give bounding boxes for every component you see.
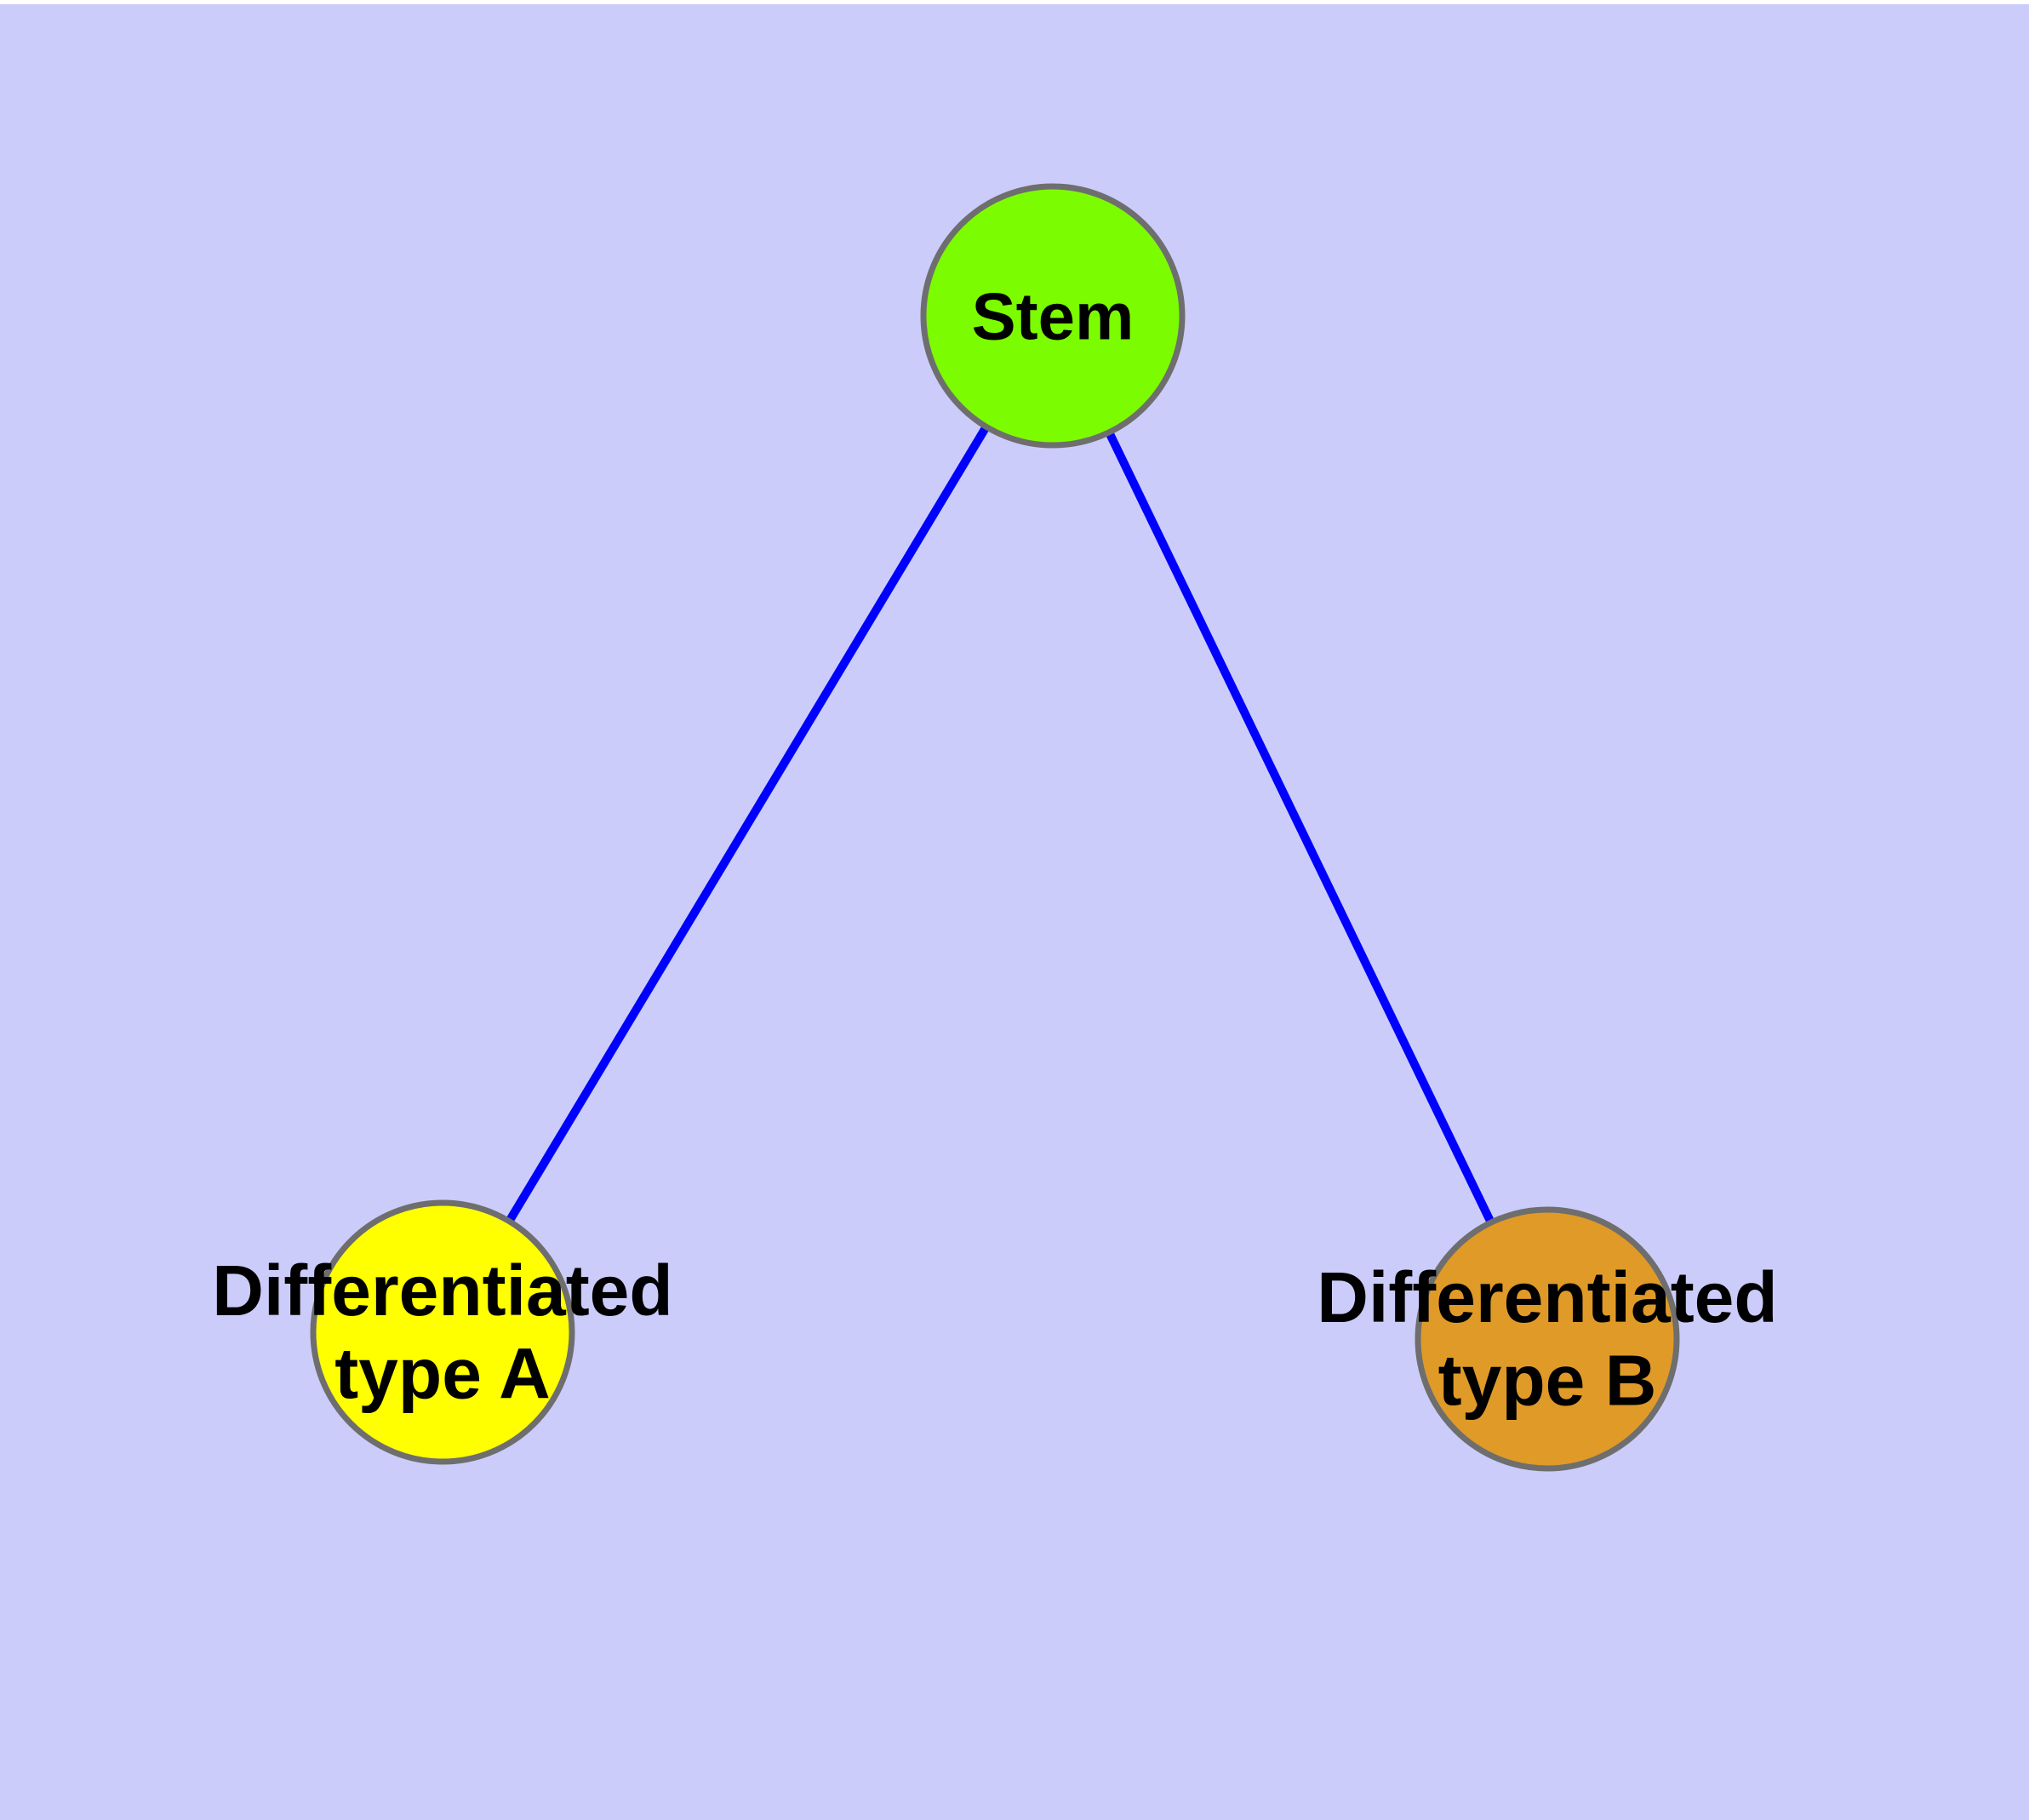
node-label-line: Stem <box>972 278 1135 353</box>
node-stem-circle[interactable] <box>920 183 1186 449</box>
node-label-line: Differentiated <box>212 1251 672 1331</box>
node-stem[interactable]: Stem <box>920 183 1186 449</box>
node-label-line: Differentiated <box>1317 1257 1777 1337</box>
node-differentiated-type-b-circle[interactable] <box>1415 1206 1680 1472</box>
node-stem-label: Stem <box>972 278 1135 353</box>
node-label-line: type B <box>1438 1341 1657 1421</box>
edge-stem-to-diff-b[interactable] <box>1106 432 1495 1223</box>
edge-stem-to-diff-a[interactable] <box>506 426 990 1222</box>
node-label-line: type A <box>334 1334 551 1414</box>
edge-group <box>506 426 1495 1223</box>
node-differentiated-type-a-circle[interactable] <box>310 1199 575 1465</box>
